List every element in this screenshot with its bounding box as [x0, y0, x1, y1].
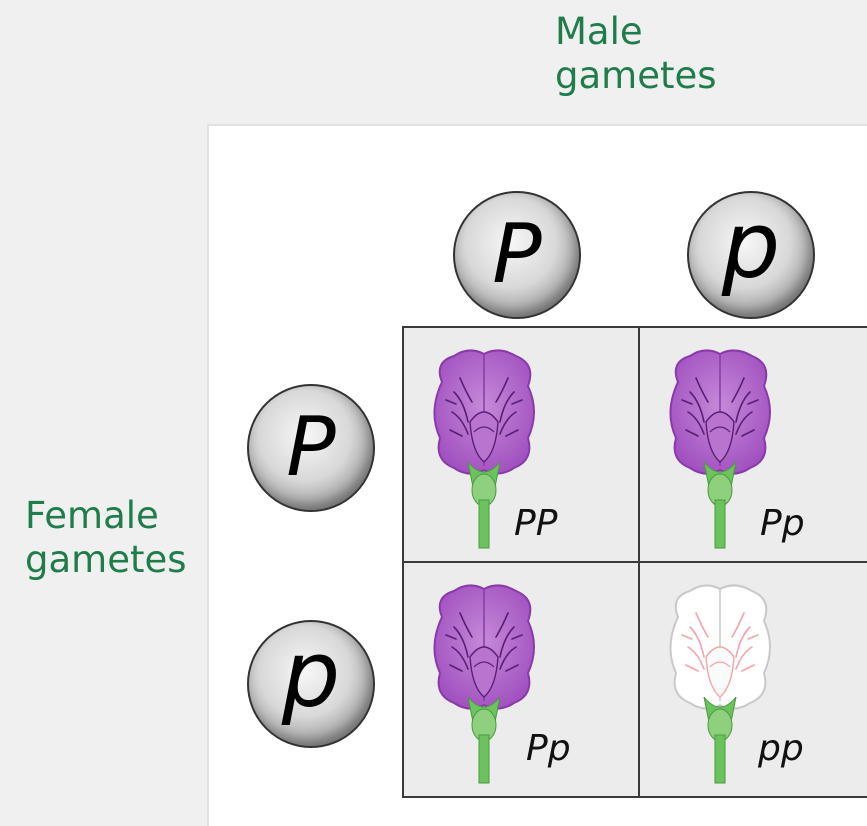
male-label-line-1: Male: [555, 10, 717, 54]
male-label-line-2: gametes: [555, 54, 717, 98]
male-gamete-recessive: p: [687, 191, 815, 319]
cell-PP: PP: [404, 328, 638, 561]
male-gamete-2-letter: p: [722, 200, 780, 292]
female-gamete-1-letter: P: [286, 407, 335, 489]
genotype-label: PP: [514, 506, 557, 542]
genotype-label: Pp: [526, 731, 571, 767]
female-gamete-2-letter: p: [282, 629, 340, 721]
genotype-label: Pp: [760, 506, 805, 542]
male-gamete-dominant: P: [453, 191, 581, 319]
punnett-grid: PP Pp: [402, 326, 867, 798]
male-gametes-label: Male gametes: [555, 10, 717, 98]
female-label-line-1: Female: [25, 494, 187, 538]
cell-Pp-top: Pp: [640, 328, 867, 561]
male-gamete-1-letter: P: [492, 214, 541, 296]
female-gametes-label: Female gametes: [25, 494, 187, 582]
genotype-label: pp: [758, 731, 804, 767]
cell-Pp-bottom: Pp: [404, 563, 638, 796]
female-gamete-dominant: P: [247, 384, 375, 512]
cell-pp: pp: [640, 563, 867, 796]
punnett-square-panel: P p P p PP: [207, 124, 867, 826]
female-gamete-recessive: p: [247, 620, 375, 748]
female-label-line-2: gametes: [25, 538, 187, 582]
